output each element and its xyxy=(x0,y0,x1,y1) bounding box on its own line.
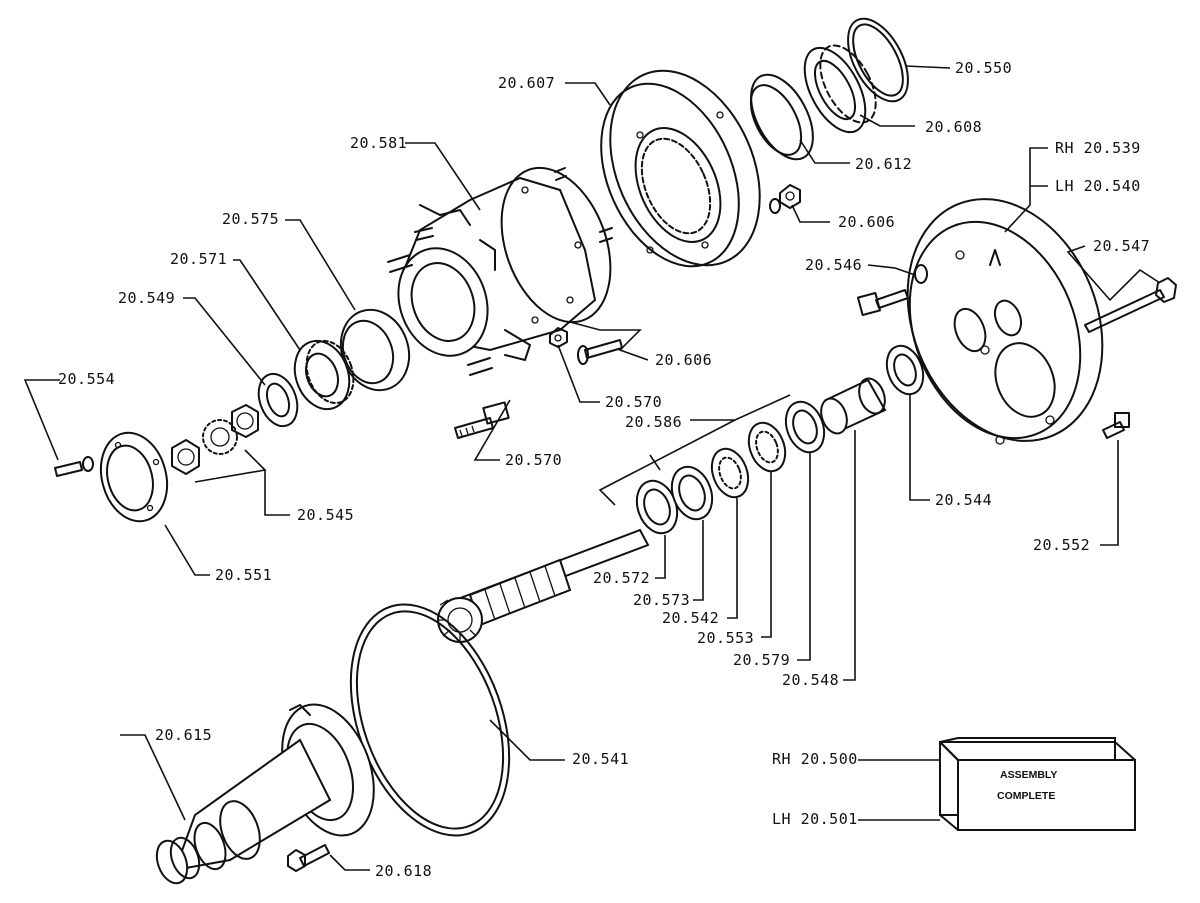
part-20544-seal xyxy=(885,344,925,396)
part-20570-nut xyxy=(549,327,568,348)
label-20553: 20.553 xyxy=(697,629,754,647)
label-20551: 20.551 xyxy=(215,566,272,584)
label-20540: LH 20.540 xyxy=(1055,177,1141,195)
label-20571: 20.571 xyxy=(170,250,227,268)
label-20573: 20.573 xyxy=(633,591,690,609)
label-20581: 20.581 xyxy=(350,134,407,152)
label-20550: 20.550 xyxy=(955,59,1012,77)
label-20575: 20.575 xyxy=(222,210,279,228)
label-20615: 20.615 xyxy=(155,726,212,744)
part-20615-spindle xyxy=(155,703,375,885)
part-20553-bearing xyxy=(747,421,787,473)
label-20549: 20.549 xyxy=(118,289,175,307)
part-20545-locknuts xyxy=(171,404,259,475)
label-20607: 20.607 xyxy=(498,74,555,92)
part-20606-bolt xyxy=(577,339,623,365)
label-20500: RH 20.500 xyxy=(772,750,858,768)
part-20612-cup xyxy=(749,73,814,161)
label-20570-lower: 20.570 xyxy=(505,451,562,469)
label-20612: 20.612 xyxy=(855,155,912,173)
part-20579-cup xyxy=(784,400,826,454)
label-20606-upper: 20.606 xyxy=(838,213,895,231)
part-20539-backing-plate xyxy=(906,198,1104,445)
label-20608: 20.608 xyxy=(925,118,982,136)
label-20552: 20.552 xyxy=(1033,536,1090,554)
label-20572: 20.572 xyxy=(593,569,650,587)
label-20541: 20.541 xyxy=(572,750,629,768)
label-20546: 20.546 xyxy=(805,256,862,274)
part-20548-spacer xyxy=(820,377,887,435)
part-20549-washer xyxy=(257,372,299,428)
part-20606-nut xyxy=(769,184,801,214)
label-20547: 20.547 xyxy=(1093,237,1150,255)
part-20542-bearing xyxy=(710,447,750,499)
part-20547-bolt xyxy=(1084,277,1177,333)
assembly-box-line1: ASSEMBLY xyxy=(1000,769,1057,781)
label-20501: LH 20.501 xyxy=(772,810,858,828)
assembly-complete-box: ASSEMBLY COMPLETE xyxy=(939,737,1136,831)
leader-lines xyxy=(23,65,1161,871)
label-20586: 20.586 xyxy=(625,413,682,431)
label-20545: 20.545 xyxy=(297,506,354,524)
label-20579: 20.579 xyxy=(733,651,790,669)
label-20554: 20.554 xyxy=(58,370,115,388)
part-20618-bolt xyxy=(287,844,330,872)
part-20573-cup xyxy=(670,465,714,521)
part-20607-drum xyxy=(600,69,761,268)
label-20544: 20.544 xyxy=(935,491,992,509)
part-20546-bolt xyxy=(856,264,928,317)
part-20581-hub xyxy=(397,166,612,361)
label-20542: 20.542 xyxy=(662,609,719,627)
part-20570-bolt xyxy=(454,401,510,439)
label-20570-upper: 20.570 xyxy=(605,393,662,411)
part-spindle-shaft xyxy=(437,528,650,643)
part-hub-studs xyxy=(387,167,613,376)
part-20551-cap xyxy=(99,431,169,523)
part-20608-bearing xyxy=(803,44,877,134)
part-20550-ring xyxy=(847,17,909,103)
part-20552-screw xyxy=(1102,412,1130,439)
part-20571-bearing xyxy=(293,339,355,411)
label-20606-lower: 20.606 xyxy=(655,351,712,369)
label-20539: RH 20.539 xyxy=(1055,139,1141,157)
part-labels: 20.550 20.607 20.608 20.581 RH 20.539 20… xyxy=(58,59,1150,880)
part-20554-screw xyxy=(54,456,94,477)
label-20618: 20.618 xyxy=(375,862,432,880)
assembly-box-line2: COMPLETE xyxy=(997,790,1055,802)
label-20548: 20.548 xyxy=(782,671,839,689)
